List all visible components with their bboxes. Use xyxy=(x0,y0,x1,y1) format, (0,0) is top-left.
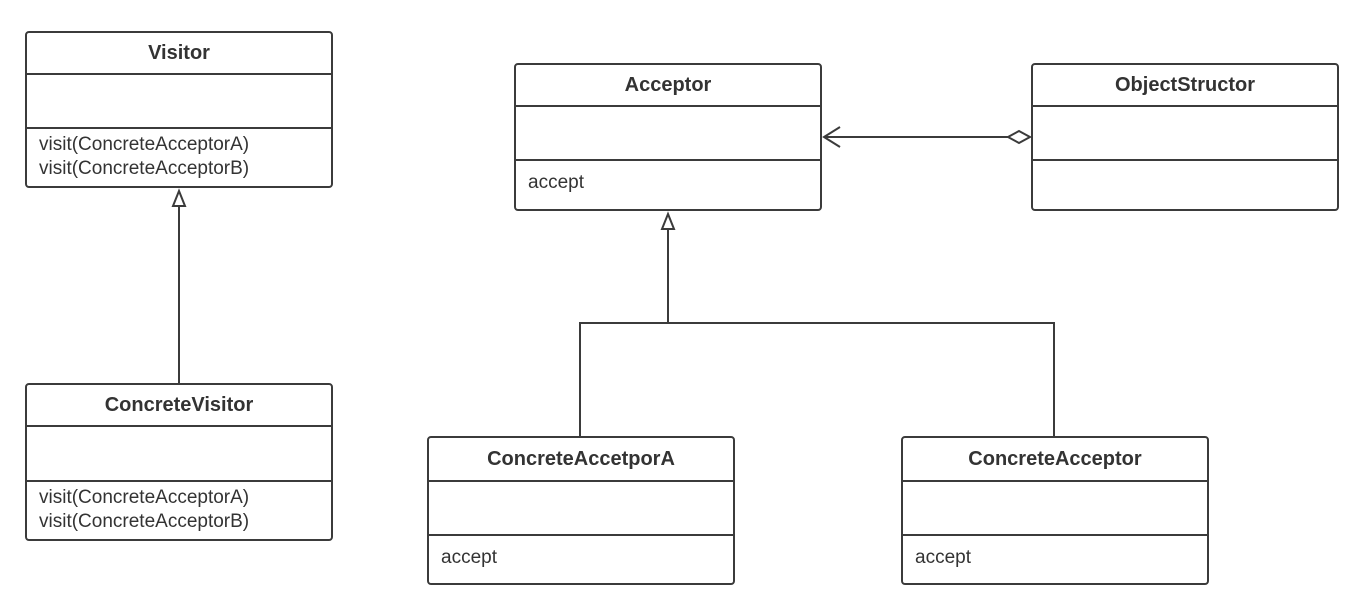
class-concrete-acceptor-name: ConcreteAcceptor xyxy=(968,447,1142,470)
operation: accept xyxy=(528,172,584,193)
class-object-structor-operations xyxy=(1033,159,1337,161)
open-arrowhead-icon xyxy=(822,126,841,148)
operation: visit(ConcreteAcceptorB) xyxy=(39,158,250,179)
class-acceptor-operations: accept xyxy=(516,159,820,199)
class-object-structor-name: ObjectStructor xyxy=(1114,73,1256,96)
operation: visit(ConcreteAcceptorA) xyxy=(39,487,250,508)
class-visitor[interactable]: Visitor visit(ConcreteAcceptorA) visit(C… xyxy=(25,31,333,188)
class-acceptor-attributes xyxy=(516,105,820,159)
class-visitor-attributes xyxy=(27,73,331,127)
class-concrete-visitor[interactable]: ConcreteVisitor visit(ConcreteAcceptorA)… xyxy=(25,383,333,541)
generalization-line-concrete-acceptors xyxy=(579,322,1055,436)
operation: visit(ConcreteAcceptorA) xyxy=(39,134,250,155)
class-acceptor-name: Acceptor xyxy=(624,73,712,96)
class-concrete-acceptor-operations: accept xyxy=(903,534,1207,574)
class-concrete-accetpor-a-attributes xyxy=(429,480,733,534)
class-concrete-visitor-operations: visit(ConcreteAcceptorA) visit(ConcreteA… xyxy=(27,480,331,538)
class-concrete-acceptor-attributes xyxy=(903,480,1207,534)
class-visitor-name: Visitor xyxy=(148,41,210,64)
class-concrete-accetpor-a[interactable]: ConcreteAccetporA accept xyxy=(427,436,735,585)
class-concrete-accetpor-a-operations: accept xyxy=(429,534,733,574)
class-concrete-acceptor[interactable]: ConcreteAcceptor accept xyxy=(901,436,1209,585)
class-acceptor[interactable]: Acceptor accept xyxy=(514,63,822,211)
class-concrete-visitor-attributes xyxy=(27,425,331,480)
class-concrete-visitor-name: ConcreteVisitor xyxy=(104,393,254,416)
generalization-arrowhead-icon xyxy=(660,211,676,230)
operation: accept xyxy=(441,547,497,568)
class-object-structor[interactable]: ObjectStructor xyxy=(1031,63,1339,211)
class-object-structor-attributes xyxy=(1033,105,1337,159)
aggregation-diamond-icon xyxy=(1005,129,1033,145)
class-concrete-accetpor-a-name: ConcreteAccetporA xyxy=(487,447,675,470)
operation: visit(ConcreteAcceptorB) xyxy=(39,511,250,532)
operation: accept xyxy=(915,547,971,568)
generalization-arrowhead-icon xyxy=(171,188,187,207)
class-visitor-operations: visit(ConcreteAcceptorA) visit(ConcreteA… xyxy=(27,127,331,185)
